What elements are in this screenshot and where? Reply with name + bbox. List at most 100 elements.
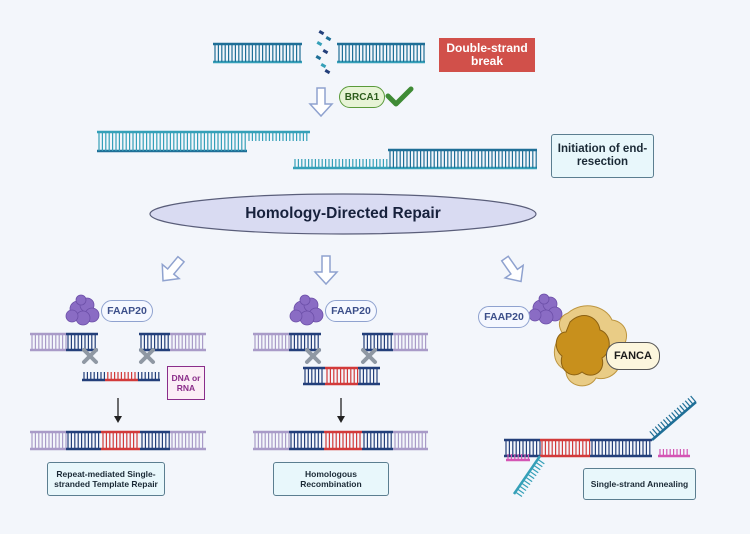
dna-rung: [523, 479, 531, 486]
dna-rung: [657, 423, 664, 431]
dna-rung: [527, 473, 535, 480]
left-lilac-right: [170, 332, 206, 352]
dna-rung: [531, 467, 539, 474]
left-result-lilac-b: [170, 430, 206, 451]
fanca-front-lobe: [555, 315, 610, 376]
dna-rung: [521, 482, 529, 489]
x-mark-middle-1: [305, 348, 321, 364]
dna-rung: [662, 419, 670, 427]
mid-result-lilac-b: [393, 430, 428, 451]
dna-fragment: [320, 63, 327, 69]
dna-rung: [665, 416, 672, 424]
hdr-ellipse: [149, 193, 537, 235]
ssa-left-navy: [504, 438, 541, 458]
x-mark-left-2: [139, 348, 155, 364]
initiation-label: Initiation of end-resection: [551, 134, 654, 178]
left-template-strand: [82, 372, 160, 382]
left-lilac-left: [30, 332, 67, 352]
dna-rung: [671, 412, 678, 419]
branch-arrow-left: [161, 255, 186, 282]
dna-fragment: [315, 55, 322, 61]
left-result-red: [101, 430, 140, 451]
faap20-label-middle: FAAP20: [325, 300, 377, 322]
protein-lobe: [65, 309, 79, 323]
dna-rung: [668, 414, 675, 422]
faap20-label-left: FAAP20: [101, 300, 153, 322]
dna-rung: [684, 400, 691, 408]
fanca-label: FANCA: [606, 342, 660, 370]
faap20-label-right: FAAP20: [478, 306, 530, 328]
mid-navy-right: [362, 332, 393, 352]
protein-lobe: [75, 310, 91, 326]
dna-rung: [676, 407, 683, 415]
protein-lobe: [538, 309, 554, 325]
down-arrow-left: [114, 398, 122, 423]
ssa-up-flap: [649, 395, 697, 441]
dna-rung: [537, 458, 545, 465]
repeat-mediated-label: Repeat-mediated Single-stranded Template…: [47, 462, 165, 496]
x-stroke: [361, 348, 377, 364]
mid-template-navy-b: [358, 366, 380, 386]
resection-right-overhang: [293, 159, 388, 170]
double-strand-break-label: Double-strand break: [439, 38, 535, 72]
dna-rung: [687, 397, 694, 405]
hollow-arrow-shape: [500, 255, 525, 283]
dna-rung: [517, 488, 525, 495]
mid-result-lilac-a: [253, 430, 290, 451]
protein-lobe: [289, 309, 303, 323]
dna-rung: [679, 405, 686, 412]
ssa-red: [540, 438, 591, 458]
dna-rung: [529, 470, 537, 477]
dna-fragment: [324, 69, 331, 75]
left-navy-right: [139, 332, 170, 352]
left-result-navy-a: [66, 430, 101, 451]
faap20-protein-right: [528, 293, 563, 325]
resection-right-duplex: [388, 148, 537, 170]
mid-navy-left: [289, 332, 321, 352]
ssa-pink-lower: [506, 454, 530, 462]
faap20-protein-icon: [65, 294, 100, 326]
hollow-arrow-shape: [161, 255, 186, 282]
mid-result-red: [324, 430, 362, 451]
dna-rung: [525, 476, 533, 483]
arrow-head: [114, 416, 122, 423]
left-result-navy-b: [140, 430, 170, 451]
check-icon: [385, 86, 414, 107]
dna-rung: [519, 485, 527, 492]
ssa-pink-upper: [658, 449, 690, 458]
break-fragments: [315, 30, 332, 75]
left-result-lilac-a: [30, 430, 67, 451]
dna-rung: [535, 461, 543, 468]
dna-rung: [682, 402, 689, 410]
dna-fragment: [318, 30, 325, 36]
resection-left-overhang: [247, 130, 310, 141]
mid-result-navy-a: [289, 430, 324, 451]
mid-lilac-right: [393, 332, 428, 352]
protein-lobe: [528, 308, 542, 322]
branch-arrow-right: [500, 255, 525, 283]
protein-lobe: [299, 310, 315, 326]
dna-rung: [652, 428, 659, 436]
x-stroke: [305, 348, 321, 364]
dna-rung: [660, 421, 667, 429]
arrow-head: [337, 416, 345, 423]
dna-fragment: [316, 41, 323, 47]
brca1-label: BRCA1: [339, 86, 385, 108]
protein-lobe: [538, 293, 550, 305]
ssa-label: Single-strand Annealing: [583, 468, 696, 500]
x-stroke: [139, 348, 155, 364]
dna-rung: [673, 409, 681, 417]
dsb-right-duplex: [337, 42, 425, 64]
protein-lobe: [299, 294, 311, 306]
dna-rung: [533, 464, 541, 471]
hdr-title: Homology-Directed Repair: [245, 205, 441, 222]
resection-left-duplex: [97, 130, 247, 153]
homologous-recombination-label: Homologous Recombination: [273, 462, 389, 496]
left-navy-left: [66, 332, 98, 352]
dna-rung: [649, 430, 656, 438]
dsb-left-duplex: [213, 42, 302, 64]
x-mark-middle-2: [361, 348, 377, 364]
x-stroke: [82, 348, 98, 364]
